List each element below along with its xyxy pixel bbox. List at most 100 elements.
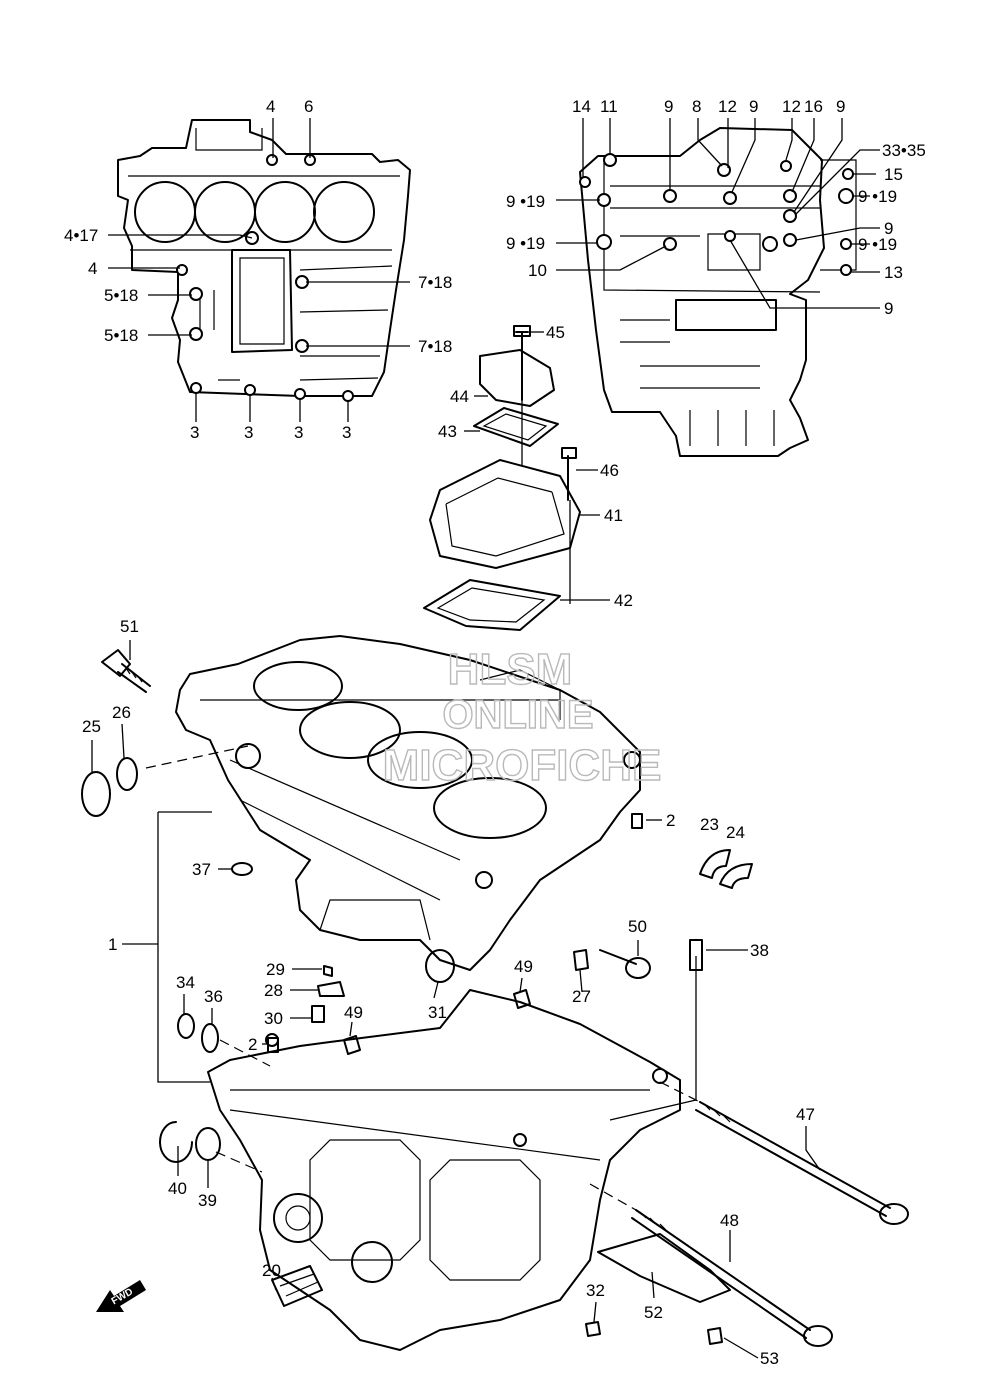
callout-33-35: 33•35 <box>882 141 926 160</box>
callout-24: 24 <box>726 823 745 842</box>
callout-4: 4 <box>266 97 275 116</box>
callout-5-18: 5•18 <box>104 326 138 345</box>
callout-3: 3 <box>294 423 303 442</box>
callout-23: 23 <box>700 815 719 834</box>
bearing-23 <box>699 849 731 879</box>
callout-9-19: 9 •19 <box>858 235 897 254</box>
callout-48: 48 <box>720 1211 739 1230</box>
callout-11: 11 <box>600 97 618 116</box>
callout-13: 13 <box>884 263 903 282</box>
callout-12: 12 <box>718 97 737 116</box>
callout-9-19: 9 •19 <box>506 192 545 211</box>
breather-cover-assembly <box>423 325 581 631</box>
callout-9: 9 <box>836 97 845 116</box>
callout-4: 4 <box>88 259 97 278</box>
callout-43: 43 <box>438 422 457 441</box>
bolt-53 <box>707 1327 723 1345</box>
bolt-50-head <box>625 957 651 979</box>
callout-46: 46 <box>600 461 619 480</box>
callout-16: 16 <box>804 97 823 116</box>
bolt-48 <box>631 1209 811 1339</box>
callout-39: 39 <box>198 1191 217 1210</box>
dowel-49b <box>343 1035 361 1055</box>
watermark-line3: MICROFICHE <box>383 741 662 790</box>
circlip-40 <box>159 1121 193 1163</box>
callout-7-18: 7•18 <box>418 337 452 356</box>
callout-29: 29 <box>266 960 285 979</box>
seal-31 <box>425 949 455 983</box>
callout-28: 28 <box>264 981 283 1000</box>
callout-9: 9 <box>664 97 673 116</box>
callout-3: 3 <box>190 423 199 442</box>
reed-valve-44 <box>479 349 555 407</box>
dowel-2b <box>267 1037 279 1053</box>
callout-3: 3 <box>342 423 351 442</box>
bolt-51-shaft <box>117 663 151 693</box>
plug-32 <box>585 1321 601 1337</box>
plate-28 <box>317 981 345 997</box>
callout-49: 49 <box>514 957 533 976</box>
callout-41: 41 <box>604 506 623 525</box>
o-ring-26 <box>116 757 138 791</box>
bearing-39 <box>195 1127 221 1161</box>
callout-25: 25 <box>82 717 101 736</box>
callout-31: 31 <box>428 1003 447 1022</box>
callout-34: 34 <box>176 973 195 992</box>
callout-3: 3 <box>244 423 253 442</box>
callout-51: 51 <box>120 617 139 636</box>
callout-9: 9 <box>884 219 893 238</box>
bolt-50-shaft <box>599 949 637 965</box>
callout-27: 27 <box>572 987 591 1006</box>
watermark-line1: HLSM <box>448 645 573 694</box>
bolt-45-head <box>513 325 531 337</box>
gasket-42 <box>423 579 561 631</box>
plug-25 <box>81 771 111 817</box>
callout-5-18: 5•18 <box>104 286 138 305</box>
callout-2: 2 <box>666 811 675 830</box>
callout-6: 6 <box>304 97 313 116</box>
callout-9-19: 9 •19 <box>506 234 545 253</box>
callout-8: 8 <box>692 97 701 116</box>
callout-45: 45 <box>546 323 565 342</box>
dowel-49a <box>513 989 531 1009</box>
bolt-47 <box>695 1101 891 1217</box>
callout-12: 12 <box>782 97 801 116</box>
dowel-2a <box>631 813 643 829</box>
callout-labels: 4 6 4•17 4 5•18 5•18 7•18 7•18 3 3 3 3 1… <box>64 97 926 1368</box>
callout-4-17: 4•17 <box>64 226 98 245</box>
callout-9: 9 <box>749 97 758 116</box>
cover-41 <box>429 459 581 569</box>
bolt-45 <box>515 331 529 401</box>
callout-49: 49 <box>344 1003 363 1022</box>
plate-52 <box>597 1233 731 1303</box>
upper-crankcase-top-view <box>117 119 411 402</box>
leader-lines <box>91 118 880 1359</box>
callout-15: 15 <box>884 165 903 184</box>
callout-38: 38 <box>750 941 769 960</box>
callout-14: 14 <box>572 97 591 116</box>
long-bolts <box>589 1081 909 1347</box>
callout-2: 2 <box>248 1035 257 1054</box>
callout-53: 53 <box>760 1349 779 1368</box>
callout-26: 26 <box>112 703 131 722</box>
callout-44: 44 <box>450 387 469 406</box>
callout-10: 10 <box>528 261 547 280</box>
bolt-51-head <box>101 649 131 677</box>
o-ring-37 <box>231 862 253 876</box>
fwd-arrow: FWD <box>96 1280 146 1312</box>
callout-42: 42 <box>614 591 633 610</box>
nozzle-38 <box>689 939 703 971</box>
callout-52: 52 <box>644 1303 663 1322</box>
callout-9-19: 9 •19 <box>858 187 897 206</box>
callout-40: 40 <box>168 1179 187 1198</box>
filter-20 <box>271 1265 323 1307</box>
callout-7-18: 7•18 <box>418 273 452 292</box>
callout-9: 9 <box>884 299 893 318</box>
callout-30: 30 <box>264 1009 283 1028</box>
gasket-43 <box>473 407 559 447</box>
callout-20: 20 <box>262 1261 281 1280</box>
callout-50: 50 <box>628 917 647 936</box>
callout-36: 36 <box>204 987 223 1006</box>
bolt-30 <box>311 1005 325 1023</box>
